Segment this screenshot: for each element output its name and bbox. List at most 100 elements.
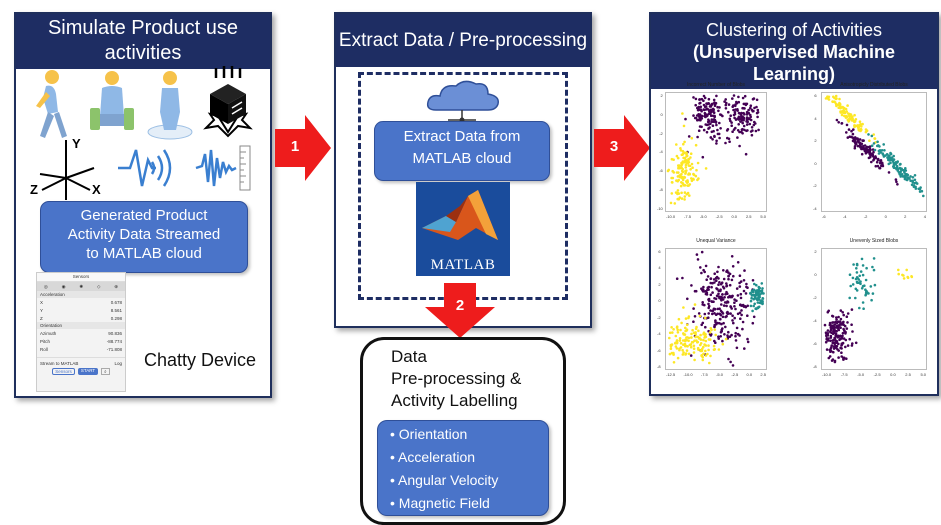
x-tick-label: 0 [884,214,887,219]
arrow-3: 3 [594,115,650,181]
y-tick-label: 0 [660,111,663,117]
scatter-point [825,334,828,338]
scatter-point [672,361,676,364]
scatter-point [707,344,710,347]
scatter-point [859,280,862,283]
scatter-point [861,264,865,267]
scatter-point [757,128,760,132]
scatter-point [842,320,845,324]
scatter-point [834,346,838,349]
scatter-point [715,294,719,298]
scatter-point [689,168,692,171]
phone-sensors-button[interactable]: Sensors [52,368,75,375]
scatter-point [746,304,749,308]
x-tick-label: 2.5 [905,372,911,377]
preprocess-box: Data Pre-processing & Activity Labelling… [360,337,566,525]
scatter-point [747,108,750,112]
x-tick-label: -4 [842,214,847,219]
scatter-point [700,250,704,254]
y-tick-label: -4 [813,318,817,323]
scatter-point [728,117,732,121]
y-tick-label: 2 [814,138,817,144]
scatter-point [699,101,702,105]
phone-toolbar-icon: ◎ [43,283,48,289]
scatter-point [707,112,711,115]
scatter-point [744,102,747,106]
scatter-point [677,178,680,182]
scatter-point [872,142,876,145]
scatter-point [845,115,849,118]
scatter-point [900,173,904,176]
scatter-point [755,292,758,295]
scatter-points [824,94,925,198]
scatter-point [753,296,757,299]
scatter-point [727,137,731,141]
scatter-point [676,331,680,334]
scatter-point [865,129,869,132]
scatter-point [676,191,679,195]
scatter-point [914,187,918,190]
scatter-point [840,111,844,114]
scatter-point [711,291,714,294]
scatter-point [727,330,730,334]
scatter-point [734,307,737,311]
scatter-point [906,276,910,280]
scatter-point [743,94,747,98]
xyz-axes-icon: Y Z X [30,136,101,200]
scatter-point [670,351,674,355]
scatter-point [848,117,852,120]
scatter-point [715,123,718,127]
scatter-point [709,354,712,358]
scatter-point [705,291,709,294]
scatter-point [749,118,753,122]
scatter-point [674,334,678,338]
scatter-point [743,269,746,272]
sitting-person-icon [90,71,134,130]
scatter-point [841,334,844,338]
scatter-point [884,154,887,157]
scatter-point [740,115,743,118]
scatter-point [922,194,925,198]
scatter-point [736,261,740,264]
phone-start-button[interactable]: START [77,368,99,375]
scatter-point [670,343,674,346]
scatter-point [715,279,718,282]
stream-data-box: Generated Product Activity Data Streamed… [40,201,248,273]
scatter-point [742,111,745,115]
scatter-point [692,114,695,117]
scatter-point [840,342,844,345]
scatter-point [734,104,737,108]
scatter-point [731,314,734,317]
y-tick-label: -8 [659,187,663,193]
extract-data-box: Extract Data from MATLAB cloud [374,121,550,181]
scatter-point [721,327,724,330]
y-tick-label: 4 [814,115,817,121]
scatter-point [840,336,843,340]
scatter-point [691,166,694,169]
scatter-point [845,131,848,134]
scatter-point [838,324,841,327]
scatter-point [732,94,736,97]
scatter-point [697,118,700,122]
scatter-point [752,304,755,308]
scatter-point [865,266,868,270]
scatter-point [831,358,835,361]
y-tick-label: -10 [657,205,663,211]
phone-log-toggle[interactable]: Log [114,361,122,366]
y-tick-label: -4 [659,149,663,155]
x-tick-label: -7.5 [700,372,708,377]
scatter-point [837,356,840,359]
phone-search-icon[interactable]: ⌕ [101,368,110,375]
scatter-point [675,277,679,280]
scatter-point [739,120,742,123]
scatter-point [865,145,869,149]
scatter-point [672,353,675,356]
scatter-point [694,97,698,101]
scatter-point [740,130,743,134]
scatter-point [702,103,706,107]
scatter-point [850,135,853,139]
scatter-point [713,325,716,328]
scatter-point [867,148,870,152]
